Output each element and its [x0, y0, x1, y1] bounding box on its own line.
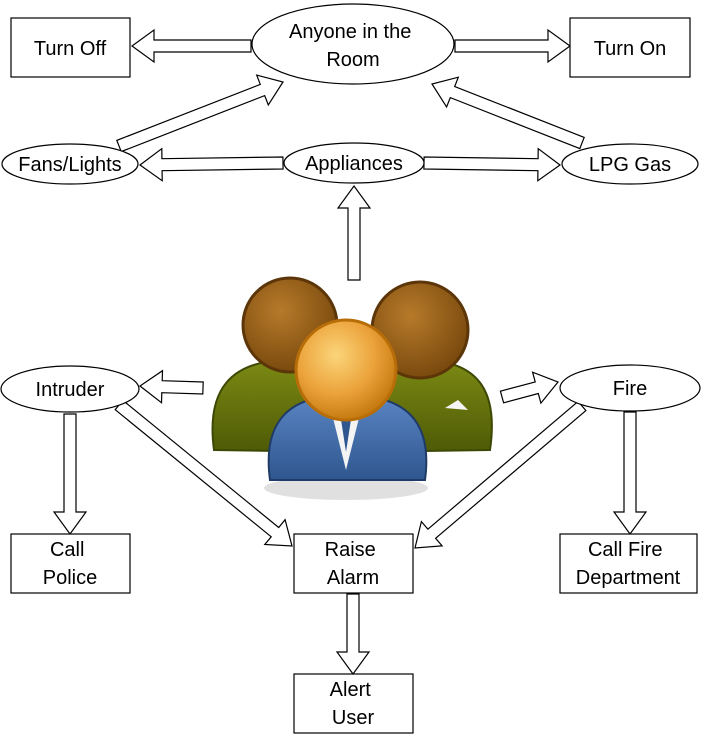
arrow-intruder-to-raise-alarm: [114, 399, 293, 547]
node-turn-off: Turn Off: [10, 17, 131, 78]
arrows-layer: [52, 28, 648, 676]
node-label-appliances: Appliances: [305, 153, 403, 175]
node-lpg-gas: LPG Gas: [561, 143, 699, 185]
arrow-raise-alarm-to-alert-user: [335, 593, 371, 676]
node-anyone-in-room: Anyone in the Room: [251, 3, 455, 85]
node-raise-alarm: Raise Alarm: [293, 533, 414, 594]
node-intruder: Intruder: [0, 365, 140, 413]
node-alert-user: Alert User: [293, 673, 414, 734]
arrow-anyone-in-room-to-turn-on: [454, 28, 572, 64]
node-label-call-police: Call Police: [43, 539, 97, 589]
node-label-lpg-gas: LPG Gas: [589, 154, 671, 176]
node-call-police: Call Police: [10, 533, 131, 594]
arrow-anyone-in-room-to-turn-off: [130, 28, 252, 64]
arrow-fire-to-raise-alarm: [414, 400, 587, 549]
arrow-people-to-appliances: [336, 184, 372, 281]
node-label-fans-lights: Fans/Lights: [18, 154, 121, 176]
arrow-people-to-fire: [499, 371, 559, 405]
node-label-anyone-in-room: Anyone in the Room: [289, 21, 417, 71]
arrow-intruder-to-call-police: [52, 413, 88, 536]
arrow-appliances-to-lpg-gas: [423, 147, 562, 182]
node-turn-on: Turn On: [569, 17, 691, 78]
users-group-icon: [211, 276, 493, 500]
node-label-fire: Fire: [613, 378, 647, 400]
node-label-turn-off: Turn Off: [34, 38, 107, 60]
node-label-raise-alarm: Raise Alarm: [325, 539, 382, 589]
node-label-call-fire-department: Call Fire Department: [576, 539, 681, 589]
node-appliances: Appliances: [283, 142, 425, 184]
arrow-lpg-gas-to-anyone-in-room: [431, 76, 585, 150]
node-label-intruder: Intruder: [36, 379, 105, 401]
node-call-fire-department: Call Fire Department: [559, 533, 698, 594]
node-label-alert-user: Alert User: [330, 679, 377, 729]
arrow-fans-lights-to-anyone-in-room: [116, 74, 284, 153]
node-fans-lights: Fans/Lights: [1, 143, 139, 185]
node-label-turn-on: Turn On: [594, 38, 667, 60]
node-fire: Fire: [559, 364, 701, 412]
arrow-people-to-intruder: [138, 369, 204, 404]
arrow-appliances-to-fans-lights: [138, 147, 284, 182]
arrow-fire-to-call-fire-department: [612, 411, 648, 536]
